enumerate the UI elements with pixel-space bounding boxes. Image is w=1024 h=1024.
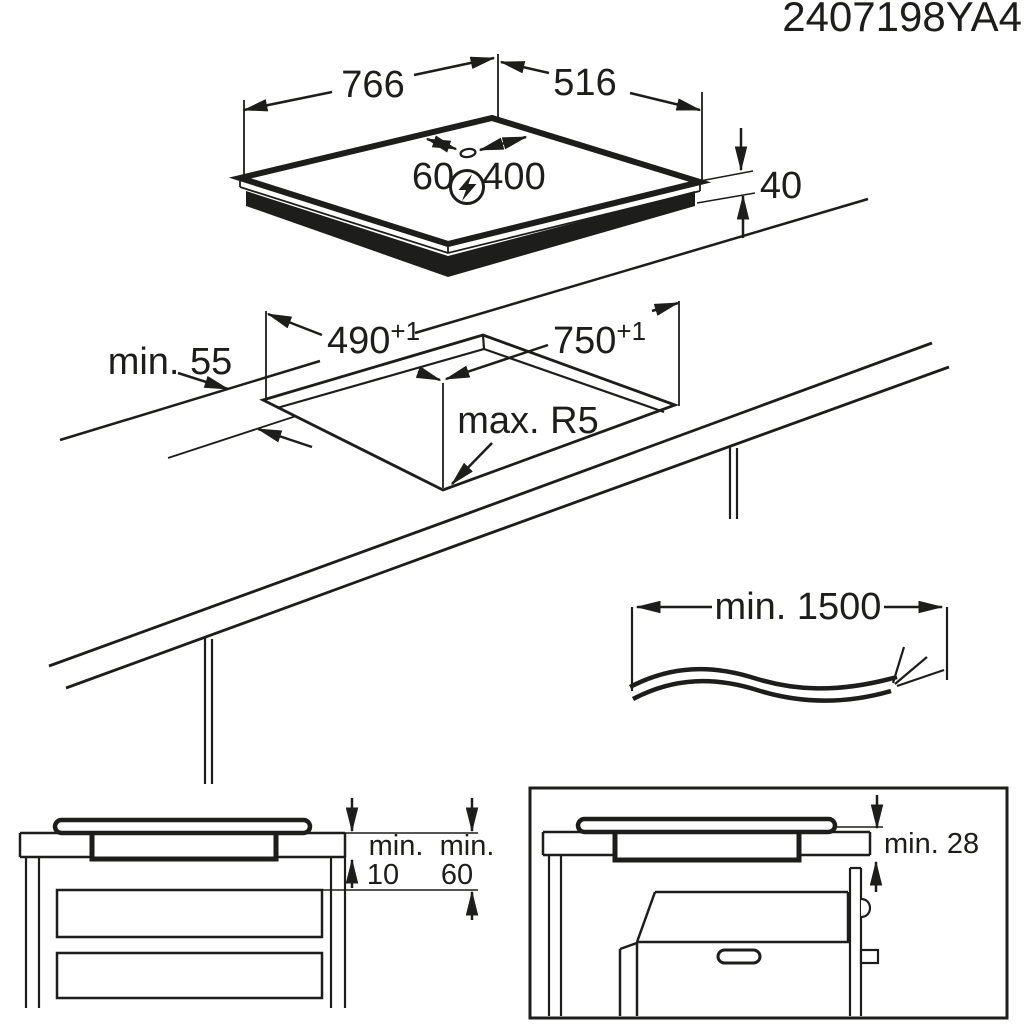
dim-label-back-clearance: min. 55 [108, 341, 233, 383]
mains-cable-view: min. 1500 [628, 586, 949, 703]
dim-label-min: min. [369, 830, 424, 862]
worktop-cutout-view: min. 55 490+1 750+1 max. R5 [48, 197, 950, 784]
dim-line-766 [242, 90, 333, 112]
dim-line-750 [651, 301, 680, 316]
drawer-front [55, 951, 324, 1000]
cable-outline [628, 666, 898, 691]
dim-arrow [177, 371, 230, 391]
oven-top-slant [635, 891, 657, 943]
dim-line-516 [499, 60, 550, 75]
dim-label-oven-clearance: min. 28 [884, 828, 979, 860]
hob-top-view: 766 516 60 400 40 [228, 54, 802, 277]
oven-handle [716, 948, 762, 965]
radius-arrow [450, 442, 493, 486]
dim-label-cutout-depth: 490+1 [327, 316, 420, 362]
dim-label-corner-radius: max. R5 [457, 400, 598, 442]
dim-label-depth: 516 [553, 62, 616, 104]
oven-side-edge [619, 941, 638, 951]
hob-glass-profile [52, 817, 313, 836]
cable-wire-end [891, 646, 906, 684]
dim-line-490 [266, 312, 323, 337]
power-connection-point [459, 147, 477, 159]
cutout-depth-value: 490 [327, 320, 390, 362]
dim-line-516 [629, 91, 702, 112]
dim-line-750 [444, 343, 549, 381]
hob-body [246, 191, 695, 277]
cable-wire-end [894, 656, 928, 685]
hob-glass-profile [575, 816, 838, 835]
leader-line [696, 192, 756, 204]
dim-line-490 [415, 366, 442, 382]
hob-box-below-counter [89, 834, 279, 862]
view-frame [528, 786, 1009, 1020]
dim-label-power-right: 400 [482, 156, 545, 198]
dim-label-cable-length: min. 1500 [715, 586, 882, 628]
drawer-front [55, 888, 324, 939]
dim-label-height: 40 [760, 165, 802, 207]
cutout-depth-tolerance: +1 [390, 316, 420, 346]
drawer-clearance-view: min. 10 min. 60 [18, 798, 495, 1008]
knob [860, 897, 872, 919]
product-code: 2407198YA4 [782, 0, 1022, 40]
dim-line-766 [413, 56, 496, 77]
dim-label-power-left: 60 [412, 156, 454, 198]
cable-wire-end [896, 668, 945, 688]
dim-label-10: 10 [367, 859, 399, 891]
latch [859, 948, 880, 965]
dim-line-60 [425, 135, 458, 153]
worktop-front-edge [65, 365, 950, 690]
dim-line-400 [478, 135, 528, 152]
dim-label-min: min. [440, 830, 495, 862]
dim-arrow [256, 427, 313, 449]
cutout-width-tolerance: +1 [616, 316, 646, 346]
cable-outline [631, 678, 892, 703]
oven-clearance-view: min. 28 [528, 786, 1009, 1020]
leader-line [699, 170, 754, 182]
cutout-hole [259, 333, 680, 492]
lightning-bolt-icon [458, 174, 477, 201]
worktop-front-edge [48, 341, 933, 668]
cutout-width-value: 750 [553, 320, 616, 362]
dim-label-width: 766 [341, 64, 404, 106]
dim-label-60: 60 [441, 859, 473, 891]
dim-label-cutout-width: 750+1 [553, 316, 646, 362]
hob-box-below-counter [612, 833, 802, 863]
worktop-back-edge [59, 359, 321, 442]
cutout-rim [481, 334, 486, 350]
worktop-back-edge [414, 197, 869, 335]
